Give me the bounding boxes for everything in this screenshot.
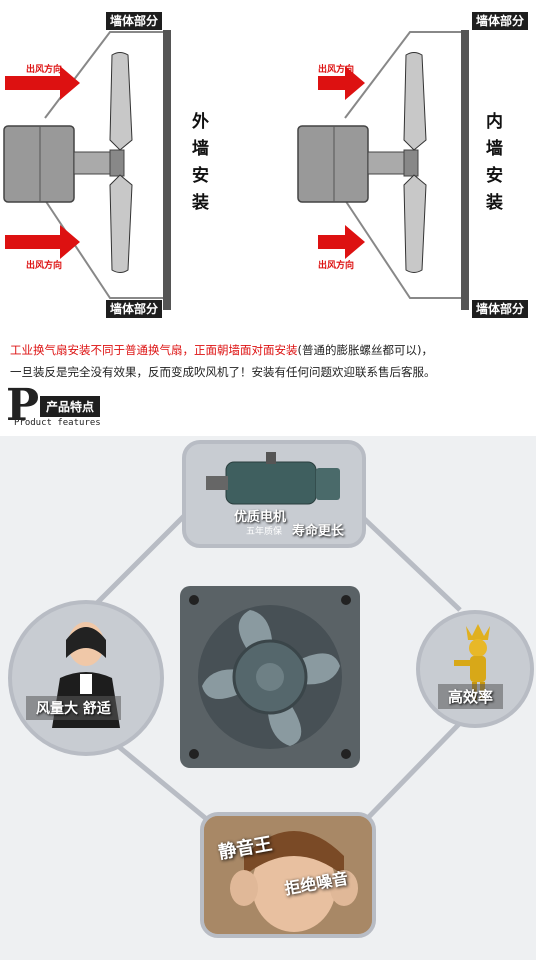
caption-outer-wall: 外墙安装 [188, 112, 208, 220]
install-note-line2: 一旦装反是完全没有效果，反而变成吹风机了！安装有任何问题欢迎联系售后客服。 [10, 365, 436, 379]
wall-label-right-bottom: 墙体部分 [472, 300, 529, 318]
arrow-label-right-top: 出风方向 [318, 65, 355, 75]
arrow-label-left-top: 出风方向 [26, 65, 63, 75]
right-arrow-top [318, 66, 365, 100]
title-letter: P [6, 380, 40, 431]
efficiency-feature: 高效率 [416, 610, 534, 728]
left-arrow-top [5, 66, 80, 100]
motor-longevity: 寿命更长 [292, 524, 345, 539]
caption-inner-wall: 内墙安装 [482, 112, 502, 220]
installation-svg [3, 30, 469, 310]
fan-icon [189, 595, 351, 759]
features-title-en: Product features [14, 418, 101, 428]
right-motor [297, 125, 369, 203]
gold-figure-icon [454, 624, 490, 700]
wall-label-left-top: 墙体部分 [106, 12, 163, 30]
install-note-red: 工业换气扇安装不同于普通换气扇，正面朝墙面对面安装 [10, 343, 298, 357]
motor-icon [206, 452, 340, 505]
motor-feature: 优质电机 五年质保 寿命更长 [182, 440, 366, 548]
quiet-feature: 静音王 拒绝噪音 [200, 812, 376, 938]
product-features: P 产品特点 Product features 优质电机 五年质保 寿命更长 [0, 380, 536, 960]
airflow-feature: 风量大 舒适 [8, 600, 164, 756]
wall-label-left-bottom: 墙体部分 [106, 300, 163, 318]
features-title-bar: P 产品特点 Product features [0, 380, 536, 436]
efficiency-label: 高效率 [438, 684, 504, 709]
install-note-rest: (普通的膨胀螺丝都可以)， [297, 343, 433, 357]
motor-label: 优质电机 [234, 510, 287, 525]
arrow-label-right-bottom: 出风方向 [318, 261, 355, 271]
arrow-label-left-bottom: 出风方向 [26, 261, 63, 271]
right-arrow-bottom [318, 225, 365, 259]
left-arrow-bottom [5, 225, 80, 259]
right-wall [461, 30, 469, 310]
left-motor [3, 125, 75, 203]
motor-warranty: 五年质保 [246, 527, 283, 537]
wall-label-right-top: 墙体部分 [472, 12, 529, 30]
child-covering-ears-icon [204, 816, 372, 934]
installation-diagram: 墙体部分 墙体部分 墙体部分 墙体部分 出风方向 出风方向 出风方向 出风方向 … [0, 0, 536, 330]
left-wall [163, 30, 171, 310]
install-note-line1: 工业换气扇安装不同于普通换气扇，正面朝墙面对面安装(普通的膨胀螺丝都可以)， [10, 338, 530, 362]
features-title-cn: 产品特点 [40, 396, 101, 417]
exhaust-fan-image [180, 586, 360, 768]
airflow-label: 风量大 舒适 [26, 696, 121, 720]
